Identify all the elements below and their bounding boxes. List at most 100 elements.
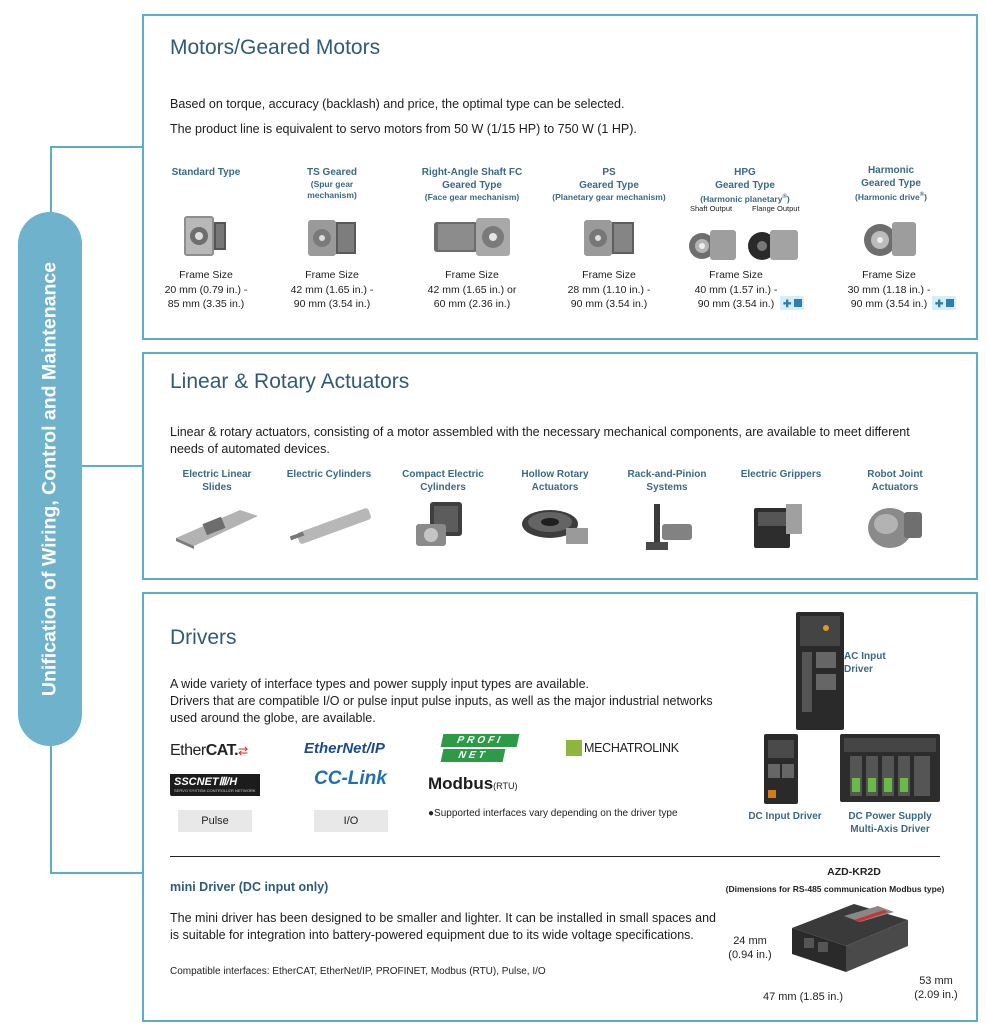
modbus-logo: Modbus(RTU) <box>428 774 517 794</box>
product-name: Harmonic <box>867 165 915 176</box>
product-name: Right-Angle Shaft FC <box>421 167 523 178</box>
frame-size: Frame Size 42 mm (1.65 in.) or 60 mm (2.… <box>402 268 542 312</box>
actuator-label: Robot Joint <box>867 469 923 480</box>
harmonic-motor-image <box>864 222 916 256</box>
dc-input-driver-image <box>764 734 798 804</box>
ac-input-driver-image <box>796 612 844 730</box>
right-angle-motor-image <box>434 218 510 256</box>
frame-range-max: 85 mm (3.35 in.) <box>167 298 245 310</box>
actuators-text: Linear & rotary actuators, consisting of… <box>170 425 910 456</box>
actuator-electric-grippers: Electric Grippers <box>726 468 836 481</box>
paren-close: ) <box>924 191 927 202</box>
svg-text:✚: ✚ <box>935 299 944 310</box>
ac-input-driver-caption: AC Input Driver <box>844 650 914 676</box>
frame-range-min: 42 mm (1.65 in.) or <box>427 283 517 296</box>
frame-range-max: 60 mm (2.36 in.) <box>433 298 511 310</box>
dc-input-driver-caption: DC Input Driver <box>748 811 822 822</box>
profinet-text-1: PROFI <box>440 734 520 747</box>
ethercat-logo: EtherCAT.⇄ <box>170 742 248 760</box>
badge-icon: ✚ <box>780 296 804 310</box>
actuator-label-2: Actuators <box>871 482 919 493</box>
actuator-compact-electric-cylinders: Compact Electric Cylinders <box>388 468 498 494</box>
unification-rail <box>18 212 82 746</box>
mini-driver-compat: Compatible interfaces: EtherCAT, EtherNe… <box>170 966 546 977</box>
hollow-rotary-image <box>522 510 588 544</box>
actuator-label: Hollow Rotary <box>521 469 589 480</box>
drivers-text-1: A wide variety of interface types and po… <box>170 677 589 691</box>
section-divider <box>170 856 940 857</box>
product-name: Standard Type <box>171 167 241 178</box>
dimension-height: 24 mm (0.94 in.) <box>720 934 780 962</box>
actuator-label: Rack-and-Pinion <box>627 469 707 480</box>
dim-height-in: (0.94 in.) <box>728 949 772 961</box>
product-name-2: Geared Type <box>861 178 921 189</box>
multi-axis-driver-caption: DC Power Supply Multi-Axis Driver <box>834 810 946 836</box>
profinet-logo: PROFI NET <box>440 734 520 762</box>
product-sub: (Face gear mechanism) <box>424 192 520 202</box>
drivers-text: A wide variety of interface types and po… <box>170 676 730 727</box>
linear-slide-image <box>176 510 258 549</box>
frame-size: Frame Size 20 mm (0.79 in.) - 85 mm (3.3… <box>154 268 258 312</box>
pulse-tag: Pulse <box>178 810 252 832</box>
frame-range-min: 30 mm (1.18 in.) - <box>847 283 931 296</box>
frame-range-min: 20 mm (0.79 in.) - <box>164 283 248 296</box>
actuators-title: Linear & Rotary Actuators <box>170 370 410 393</box>
registered-mark: ® <box>919 192 925 198</box>
ethercat-arrow-icon: ⇄ <box>238 744 248 758</box>
dimension-width: 47 mm (1.85 in.) <box>762 991 844 1003</box>
product-name: TS Geared <box>306 167 358 178</box>
actuator-hollow-rotary: Hollow Rotary Actuators <box>500 468 610 494</box>
sscnet-subtext: SERVO SYSTEM CONTROLLER NETWORK <box>174 788 256 793</box>
frame-range-max: 90 mm (3.54 in.) <box>697 298 775 310</box>
gripper-image <box>754 504 802 548</box>
multi-caption-1: DC Power Supply <box>848 811 932 822</box>
frame-size: Frame Size 42 mm (1.65 in.) - 90 mm (3.5… <box>280 268 384 312</box>
drivers-panel: Drivers A wide variety of interface type… <box>142 592 978 1022</box>
product-harmonic-geared: Harmonic Geared Type (Harmonic drive®) <box>826 164 956 203</box>
mechatrolink-mark-icon <box>566 740 582 756</box>
paren-close: ) <box>786 193 790 204</box>
rail-connector-bottom <box>50 872 142 874</box>
frame-size: Frame Size 40 mm (1.57 in.) - 90 mm (3.5… <box>676 268 796 312</box>
actuators-panel: Linear & Rotary Actuators Linear & rotar… <box>142 352 978 580</box>
mechatrolink-text: MECHATROLINK <box>584 741 679 755</box>
ac-caption-2: Driver <box>844 664 873 675</box>
svg-text:✚: ✚ <box>783 299 792 310</box>
compact-cylinder-image <box>416 502 462 546</box>
modbus-subtext: (RTU) <box>493 781 518 791</box>
registered-mark: ® <box>782 194 787 200</box>
motors-title: Motors/Geared Motors <box>170 36 381 59</box>
sscnet-text: SSCNETⅢ/H <box>174 776 238 788</box>
io-tag: I/O <box>314 810 388 832</box>
dimension-depth: 53 mm (2.09 in.) <box>906 974 966 1002</box>
actuator-label: Compact Electric <box>402 469 484 480</box>
product-right-angle-fc: Right-Angle Shaft FC Geared Type (Face g… <box>402 166 542 203</box>
product-hpg-geared: HPG Geared Type (Harmonic planetary®) <box>680 166 810 205</box>
product-standard-type: Standard Type <box>154 166 258 179</box>
product-sub: (Spur gear <box>310 179 354 189</box>
rack-pinion-image <box>646 504 692 550</box>
ac-caption-1: AC Input <box>844 651 886 662</box>
actuator-label: Electric Cylinders <box>286 469 372 480</box>
product-sub: (Harmonic drive®) <box>826 190 956 203</box>
model-subtitle: (Dimensions for RS-485 communication Mod… <box>725 884 945 894</box>
actuator-label: Electric Linear <box>182 469 252 480</box>
electric-cylinder-image <box>289 508 371 544</box>
rail-connector-top <box>50 146 142 148</box>
interfaces-note: ●Supported interfaces vary depending on … <box>428 808 678 819</box>
actuator-robot-joint: Robot Joint Actuators <box>840 468 950 494</box>
product-name-2: Geared Type <box>579 180 639 191</box>
actuator-label-2: Slides <box>202 482 232 493</box>
frame-range-max: 90 mm (3.54 in.) <box>293 298 371 310</box>
dim-height-mm: 24 mm <box>733 935 767 947</box>
multi-axis-driver-image <box>840 734 940 802</box>
dim-depth-in: (2.09 in.) <box>914 989 958 1001</box>
robot-joint-image <box>868 508 922 548</box>
hpg-shaft-output-label: Shaft Output <box>690 204 733 213</box>
frame-range-min: 42 mm (1.65 in.) - <box>290 283 374 296</box>
ethercat-text-a: Ether <box>170 742 206 759</box>
frame-label: Frame Size <box>305 269 359 281</box>
frame-size: Frame Size 28 mm (1.10 in.) - 90 mm (3.5… <box>542 268 676 312</box>
motors-text-1: Based on torque, accuracy (backlash) and… <box>170 97 625 111</box>
ts-geared-motor-image <box>308 220 356 256</box>
